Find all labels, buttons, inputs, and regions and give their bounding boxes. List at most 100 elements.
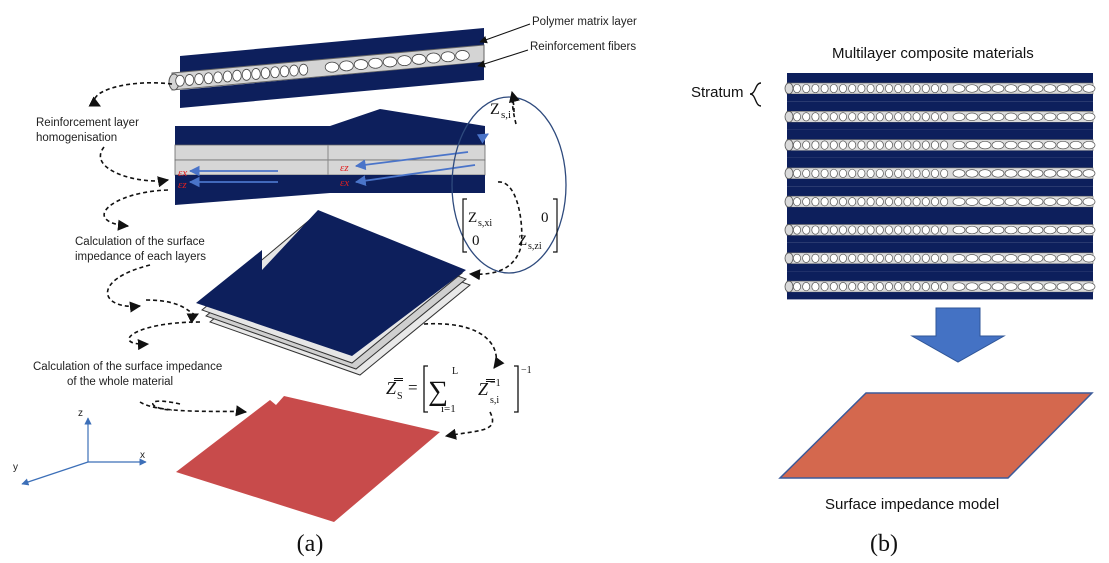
fiber-round [894, 225, 903, 235]
fiber-round [875, 253, 884, 263]
fiber-elongated [397, 55, 412, 67]
fiber-elongated [1017, 84, 1031, 93]
fiber-round [940, 253, 949, 263]
fiber-round [875, 225, 884, 235]
fiber-round [931, 282, 939, 292]
fiber-round [802, 168, 811, 178]
total-impedance-equation: Z̿ S = ∑ L i=1 Z̿ −1 s,i −1 [386, 365, 532, 415]
fiber-elongated [1017, 225, 1031, 235]
matrix-layer [787, 214, 1093, 225]
fiber-elongated [1004, 254, 1018, 263]
summation-sign: ∑ [428, 376, 448, 407]
fiber-round [866, 83, 875, 94]
fiber-round [848, 282, 857, 292]
fiber-round [921, 168, 930, 178]
fiber-round [940, 140, 949, 150]
fiber-elongated [965, 140, 979, 150]
fiber-round [866, 253, 875, 263]
svg-text:S: S [397, 391, 403, 402]
svg-text:0: 0 [541, 210, 549, 226]
fiber-elongated [1056, 112, 1070, 121]
fiber-elongated [1056, 225, 1070, 235]
step-label-homogenisation: Reinforcement layer [36, 117, 139, 129]
fiber-elongated [1043, 225, 1057, 235]
fiber-round [820, 225, 829, 235]
fiber-round [866, 225, 875, 235]
fiber-round [829, 83, 838, 94]
pointer-arrow [479, 23, 531, 44]
fiber-round [885, 140, 893, 150]
fiber-elongated [1069, 282, 1083, 291]
layer-impedance-callout [451, 96, 567, 274]
fiber-round [903, 282, 912, 292]
fiber-elongated [440, 51, 456, 63]
matrix-layer [787, 242, 1093, 253]
fiber-round [811, 253, 820, 263]
fiber-elongated [1030, 197, 1044, 206]
fiber-round [894, 112, 903, 122]
caption-a: (a) [297, 531, 324, 557]
fiber-round [820, 168, 829, 178]
fiber-round [866, 112, 875, 122]
fiber-elongated [1082, 112, 1096, 121]
fiber-elongated [991, 225, 1005, 235]
fiber-round [931, 112, 939, 122]
fiber-round [811, 168, 820, 178]
fiber-round [875, 282, 884, 292]
fiber-elongated [1030, 282, 1044, 291]
fiber-round [203, 72, 214, 85]
fiber-round [793, 282, 801, 292]
fiber-round [175, 74, 185, 87]
fiber-round [921, 282, 930, 292]
fiber-elongated [1043, 197, 1057, 206]
fiber-layer-edge [784, 82, 794, 95]
fiber-round [793, 140, 801, 150]
fiber-elongated [426, 52, 441, 64]
step-label-homogenisation: homogenisation [36, 132, 117, 144]
pointer-arrow [477, 49, 529, 68]
fiber-elongated [991, 282, 1005, 291]
fiber-elongated [952, 84, 966, 93]
fiber-round [903, 140, 912, 150]
fiber-elongated [1017, 197, 1031, 206]
stacked-impedance-layers [196, 210, 471, 376]
fiber-round [811, 225, 820, 235]
step-label-layer-impedance: impedance of each layers [75, 251, 206, 263]
fiber-round [866, 197, 875, 207]
fiber-round [885, 253, 893, 263]
fiber-elongated [1043, 140, 1057, 150]
fiber-round [866, 168, 875, 178]
fiber-round [222, 70, 233, 83]
fiber-elongated [1069, 225, 1083, 235]
fiber-elongated [952, 197, 966, 206]
fiber-elongated [952, 254, 966, 263]
fiber-elongated [1082, 84, 1096, 93]
fiber-elongated [952, 169, 966, 178]
fiber-elongated [978, 140, 992, 150]
fiber-elongated [978, 197, 992, 206]
fiber-round [793, 253, 801, 263]
fiber-round [289, 64, 299, 77]
fiber-elongated [1069, 84, 1083, 93]
fiber-round [894, 282, 903, 292]
fiber-elongated [382, 56, 398, 68]
fiber-round [802, 83, 811, 94]
fiber-round [848, 225, 857, 235]
multilayer-stack [784, 73, 1096, 300]
fiber-round [839, 225, 847, 235]
fiber-elongated [1056, 140, 1070, 150]
surface-impedance-sheet [778, 392, 1094, 479]
matrix-layer [787, 129, 1093, 140]
label-polymer-matrix: Polymer matrix layer [532, 16, 637, 28]
fiber-elongated [1030, 140, 1044, 150]
fiber-elongated [1069, 140, 1083, 150]
fiber-round [839, 83, 847, 94]
fiber-elongated [978, 112, 992, 121]
fiber-round [912, 253, 921, 263]
fiber-elongated [991, 140, 1005, 150]
matrix-layer [787, 178, 1093, 187]
fiber-elongated [1056, 84, 1070, 93]
fiber-round [839, 253, 847, 263]
svg-text:0: 0 [472, 233, 480, 249]
impedance-tensor: Z s,xi 0 0 Z s,zi [462, 198, 558, 253]
